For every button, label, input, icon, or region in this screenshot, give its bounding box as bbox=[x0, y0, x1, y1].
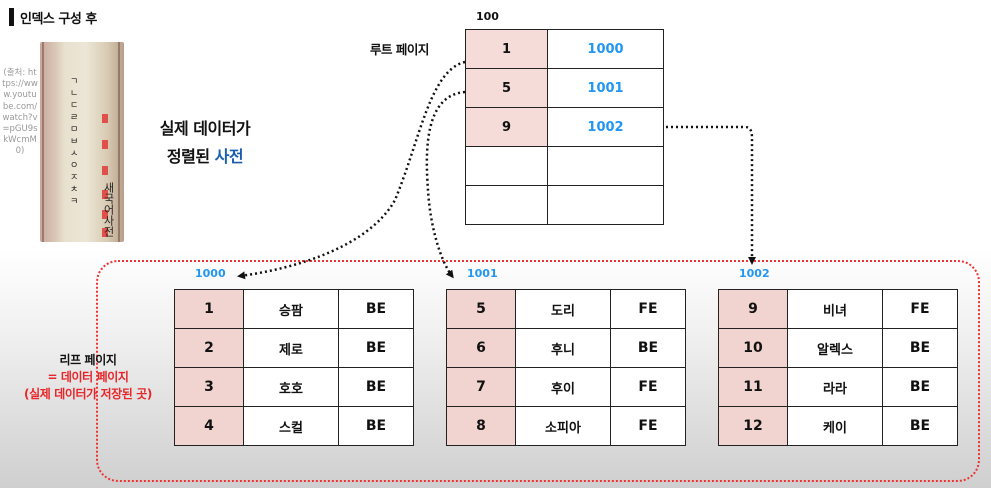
leaf-dept-cell: FE bbox=[882, 289, 958, 329]
root-key-cell bbox=[465, 185, 548, 225]
leaf-dept-cell: FE bbox=[610, 289, 686, 329]
caption-line-1: 실제 데이터가 bbox=[159, 119, 251, 138]
book-char: ㅇ bbox=[70, 161, 79, 171]
root-pointer-cell bbox=[547, 146, 664, 186]
root-page-label: 루트 페이지 bbox=[370, 42, 429, 57]
book-char: ㅊ bbox=[70, 185, 79, 195]
root-row: 9 1002 bbox=[465, 107, 664, 147]
root-page-number: 100 bbox=[476, 10, 499, 23]
root-key-cell: 1 bbox=[465, 29, 548, 69]
leaf-dept-cell: FE bbox=[610, 406, 686, 446]
leaf-key-cell: 12 bbox=[718, 406, 788, 446]
leaf-dept-cell: BE bbox=[338, 328, 414, 368]
root-pointer-cell: 1000 bbox=[547, 29, 664, 69]
leaf-name-cell: 라라 bbox=[787, 367, 883, 407]
pointer-arrow-1001 bbox=[425, 90, 466, 279]
leaf-key-cell: 7 bbox=[446, 367, 516, 407]
source-citation: (출처: https://www.youtube.com/watch?v=pGU… bbox=[2, 68, 38, 157]
leaf-key-cell: 3 bbox=[174, 367, 244, 407]
dictionary-caption: 실제 데이터가 정렬된 사전 bbox=[140, 115, 270, 171]
leaf-key-cell: 11 bbox=[718, 367, 788, 407]
leaf-dept-cell: BE bbox=[882, 406, 958, 446]
book-foot-text: 새국어사전 bbox=[102, 182, 115, 237]
title-accent-bar bbox=[9, 8, 14, 26]
leaf-dept-cell: BE bbox=[338, 406, 414, 446]
leaf-key-cell: 1 bbox=[174, 289, 244, 329]
leaf-page-number: 1000 bbox=[195, 267, 226, 280]
dictionary-photo: ㄱ ㄴ ㄷ ㄹ ㅁ ㅂ ㅅ ㅇ ㅈ ㅊ ㅋ 새국어사전 bbox=[40, 42, 124, 242]
root-pointer-cell: 1002 bbox=[547, 107, 664, 147]
book-char: ㅈ bbox=[70, 173, 79, 183]
caption-line-2-prefix: 정렬된 bbox=[166, 147, 215, 166]
root-row: 1 1000 bbox=[465, 29, 664, 69]
leaf-area-boundary bbox=[96, 260, 980, 482]
leaf-key-cell: 9 bbox=[718, 289, 788, 329]
leaf-key-cell: 4 bbox=[174, 406, 244, 446]
root-key-cell: 9 bbox=[465, 107, 548, 147]
book-char: ㅁ bbox=[70, 125, 79, 135]
leaf-name-cell: 제로 bbox=[243, 328, 339, 368]
root-page-table: 1 1000 5 1001 9 1002 bbox=[465, 29, 664, 225]
root-row-empty bbox=[465, 185, 664, 225]
book-char: ㅋ bbox=[70, 197, 79, 207]
leaf-page-number: 1002 bbox=[739, 267, 770, 280]
leaf-label-line-1: 리프 페이지 bbox=[59, 353, 117, 367]
root-row: 5 1001 bbox=[465, 68, 664, 108]
leaf-key-cell: 5 bbox=[446, 289, 516, 329]
leaf-name-cell: 승팜 bbox=[243, 289, 339, 329]
leaf-name-cell: 알렉스 bbox=[787, 328, 883, 368]
book-char: ㄴ bbox=[70, 89, 79, 99]
caption-highlight: 사전 bbox=[214, 147, 244, 166]
book-char: ㅂ bbox=[70, 137, 79, 147]
book-char: ㄹ bbox=[70, 113, 79, 123]
leaf-key-cell: 2 bbox=[174, 328, 244, 368]
leaf-dept-cell: BE bbox=[338, 289, 414, 329]
caption-line-2: 정렬된 사전 bbox=[140, 143, 270, 171]
root-row-empty bbox=[465, 146, 664, 186]
leaf-key-cell: 10 bbox=[718, 328, 788, 368]
leaf-page-number: 1001 bbox=[467, 267, 498, 280]
leaf-name-cell: 소피아 bbox=[515, 406, 611, 446]
book-char: ㄱ bbox=[70, 77, 79, 87]
slide-title: 인덱스 구성 후 bbox=[20, 12, 97, 27]
pointer-arrow-1000 bbox=[237, 60, 466, 280]
root-key-cell: 5 bbox=[465, 68, 548, 108]
leaf-name-cell: 스컬 bbox=[243, 406, 339, 446]
leaf-label-line-3: (실제 데이터가 저장된 곳) bbox=[24, 387, 152, 401]
leaf-dept-cell: BE bbox=[610, 328, 686, 368]
leaf-name-cell: 도리 bbox=[515, 289, 611, 329]
book-char: ㅅ bbox=[70, 149, 79, 159]
book-char: ㄷ bbox=[70, 101, 79, 111]
root-pointer-cell bbox=[547, 185, 664, 225]
leaf-key-cell: 8 bbox=[446, 406, 516, 446]
pointer-arrow-1002 bbox=[666, 125, 756, 265]
leaf-dept-cell: BE bbox=[882, 328, 958, 368]
leaf-dept-cell: FE bbox=[610, 367, 686, 407]
leaf-name-cell: 케이 bbox=[787, 406, 883, 446]
root-key-cell bbox=[465, 146, 548, 186]
leaf-name-cell: 후니 bbox=[515, 328, 611, 368]
root-pointer-cell: 1001 bbox=[547, 68, 664, 108]
leaf-page-label: 리프 페이지 = 데이터 페이지 (실제 데이터가 저장된 곳) bbox=[2, 352, 174, 403]
leaf-label-line-2: = 데이터 페이지 bbox=[47, 370, 129, 384]
leaf-name-cell: 비녀 bbox=[787, 289, 883, 329]
